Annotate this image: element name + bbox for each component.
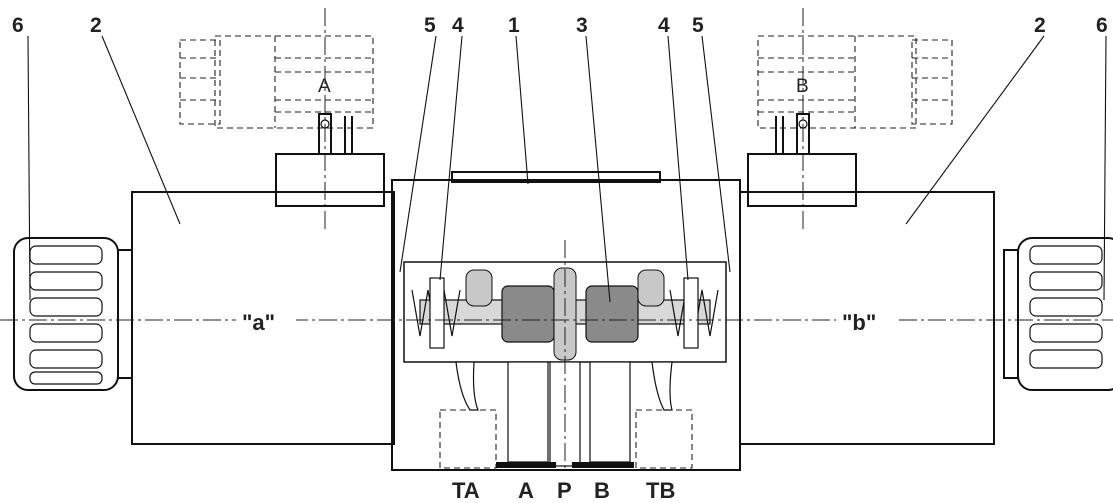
right-plug-connector [747,8,953,230]
left-spring [411,277,461,349]
port-channels [439,361,693,469]
port-a-label: A [518,478,534,503]
callout-2-left: 2 [90,14,102,37]
position-b-label: "b" [842,310,876,335]
right-spring [669,277,719,349]
left-solenoid-housing [131,191,395,445]
callout-6-right: 6 [1096,14,1108,37]
callout-1: 1 [508,14,520,37]
left-solenoid [13,8,395,445]
right-solenoid [739,8,1113,445]
port-labels: TA A P B TB [452,478,675,503]
port-p-label: P [557,478,572,503]
callout-leaders [27,35,1107,303]
callout-2-right: 2 [1034,14,1046,37]
callout-4-left: 4 [452,14,464,37]
callout-6-left: 6 [12,14,24,37]
port-b-label: B [594,478,610,503]
coil-b-label: B [796,76,809,97]
left-override-nut [13,237,133,391]
port-tb-label: TB [646,478,675,503]
position-a-label: "a" [242,310,275,335]
port-ta-label: TA [452,478,480,503]
callout-3: 3 [576,14,588,37]
callout-5-left: 5 [424,14,436,37]
valve-body [391,171,741,471]
coil-a-label: A [318,76,331,97]
callout-numbers: 6 2 5 4 1 3 4 5 2 6 [12,14,1108,37]
left-plug-connector [179,8,385,230]
callout-5-right: 5 [692,14,704,37]
right-override-nut [1003,237,1113,391]
callout-4-right: 4 [658,14,670,37]
